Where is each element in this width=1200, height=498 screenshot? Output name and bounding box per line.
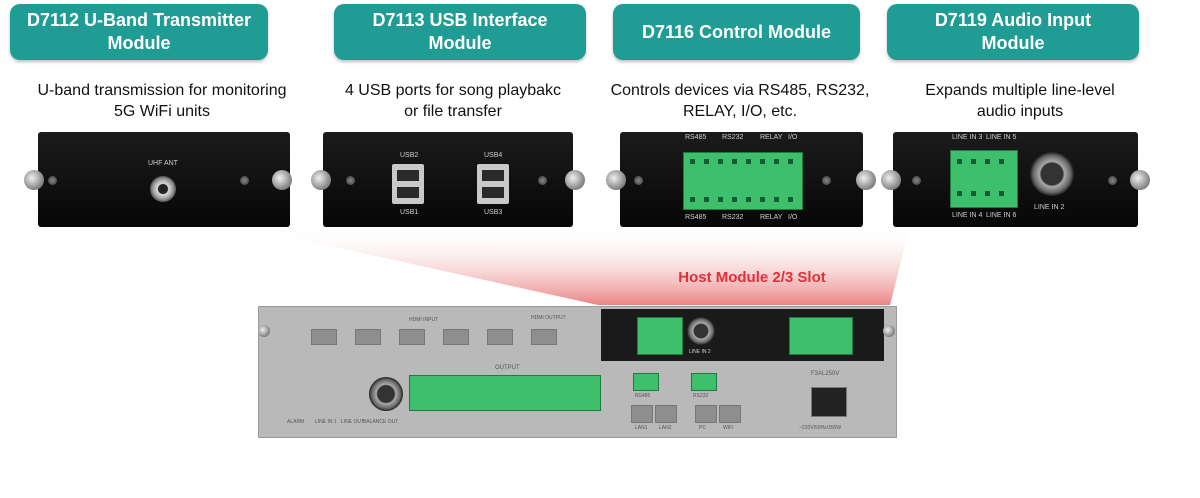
panel-d7113	[323, 132, 573, 227]
screw-icon	[240, 176, 249, 185]
thumbscrew-icon	[565, 170, 585, 190]
relay-bottom-label: RELAY	[760, 214, 783, 221]
thumbscrew-icon	[883, 325, 895, 337]
line-in-4-label: LINE IN 4	[952, 212, 983, 219]
thumbscrew-icon	[311, 170, 331, 190]
screw-icon	[822, 176, 831, 185]
installed-module-slot: LINE IN 2	[601, 309, 884, 361]
terminal-block	[950, 150, 1018, 208]
io-bottom-label: I/O	[788, 214, 798, 221]
line-in-3-label: LINE IN 3	[952, 134, 983, 141]
thumbscrew-icon	[258, 325, 270, 337]
line-in-6-label: LINE IN 6	[986, 212, 1017, 219]
thumbscrew-icon	[1130, 170, 1150, 190]
thumbscrew-icon	[881, 170, 901, 190]
usb4-label: USB4	[484, 152, 503, 159]
thumbscrew-icon	[24, 170, 44, 190]
line-in-5-label: LINE IN 5	[986, 134, 1017, 141]
thumbscrew-icon	[272, 170, 292, 190]
line-in-2-label: LINE IN 2	[1034, 204, 1065, 211]
usb1-label: USB1	[400, 209, 419, 216]
relay-label: RELAY	[760, 134, 783, 141]
usb-port-pair	[392, 164, 424, 204]
bnc-connector-icon	[150, 176, 176, 202]
screw-icon	[634, 176, 643, 185]
thumbscrew-icon	[606, 170, 626, 190]
terminal-block	[683, 152, 803, 210]
io-label: I/O	[788, 134, 798, 141]
thumbscrew-icon	[856, 170, 876, 190]
screw-icon	[48, 176, 57, 185]
usb-port-pair	[477, 164, 509, 204]
host-module-title: Host Module 2/3 Slot	[678, 269, 826, 286]
uhf-ant-label: UHF ANT	[148, 160, 178, 167]
screw-icon	[538, 176, 547, 185]
screw-icon	[912, 176, 921, 185]
rs485-bottom-label: RS485	[685, 214, 707, 221]
host-chassis: LINE IN 2 HDMI INPUT HDMI OUTPUT OUTPUT …	[258, 306, 897, 438]
screw-icon	[346, 176, 355, 185]
xlr-jack-icon	[1030, 152, 1074, 196]
screw-icon	[1108, 176, 1117, 185]
usb3-label: USB3	[484, 209, 503, 216]
usb2-label: USB2	[400, 152, 419, 159]
module-title-d7116: D7116 Control Module	[613, 4, 860, 60]
rs232-bottom-label: RS232	[722, 214, 744, 221]
rs232-label: RS232	[722, 134, 744, 141]
rs485-label: RS485	[685, 134, 707, 141]
module-desc-d7116: Controls devices via RS485, RS232,RELAY,…	[610, 82, 870, 120]
